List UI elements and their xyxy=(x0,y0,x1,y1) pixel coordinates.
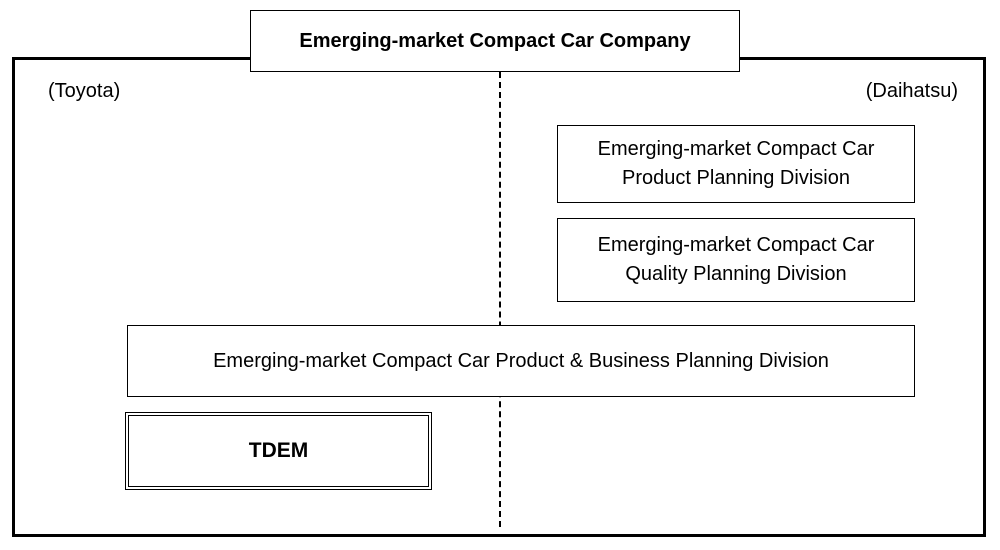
daihatsu-label: (Daihatsu) xyxy=(865,80,958,102)
quality-planning-line2: Quality Planning Division xyxy=(625,263,847,285)
company-title: Emerging-market Compact Car Company xyxy=(299,29,691,52)
quality-planning-line1: Emerging-market Compact Car xyxy=(597,234,875,256)
product-planning-division-box: Emerging-market Compact Car Product Plan… xyxy=(557,125,915,203)
product-planning-division-text: Emerging-market Compact Car Product Plan… xyxy=(598,135,875,193)
toyota-daihatsu-divider xyxy=(499,72,501,527)
company-title-box: Emerging-market Compact Car Company xyxy=(250,10,740,72)
quality-planning-division-box: Emerging-market Compact Car Quality Plan… xyxy=(557,218,915,302)
tdem-box: TDEM xyxy=(125,412,432,490)
product-planning-line1: Emerging-market Compact Car xyxy=(597,138,875,160)
business-planning-division-label: Emerging-market Compact Car Product & Bu… xyxy=(213,349,829,372)
tdem-label: TDEM xyxy=(248,438,309,462)
toyota-label: (Toyota) xyxy=(48,80,121,102)
quality-planning-division-text: Emerging-market Compact Car Quality Plan… xyxy=(598,231,875,289)
product-planning-line2: Product Planning Division xyxy=(622,167,850,189)
business-planning-division-box: Emerging-market Compact Car Product & Bu… xyxy=(127,325,915,397)
